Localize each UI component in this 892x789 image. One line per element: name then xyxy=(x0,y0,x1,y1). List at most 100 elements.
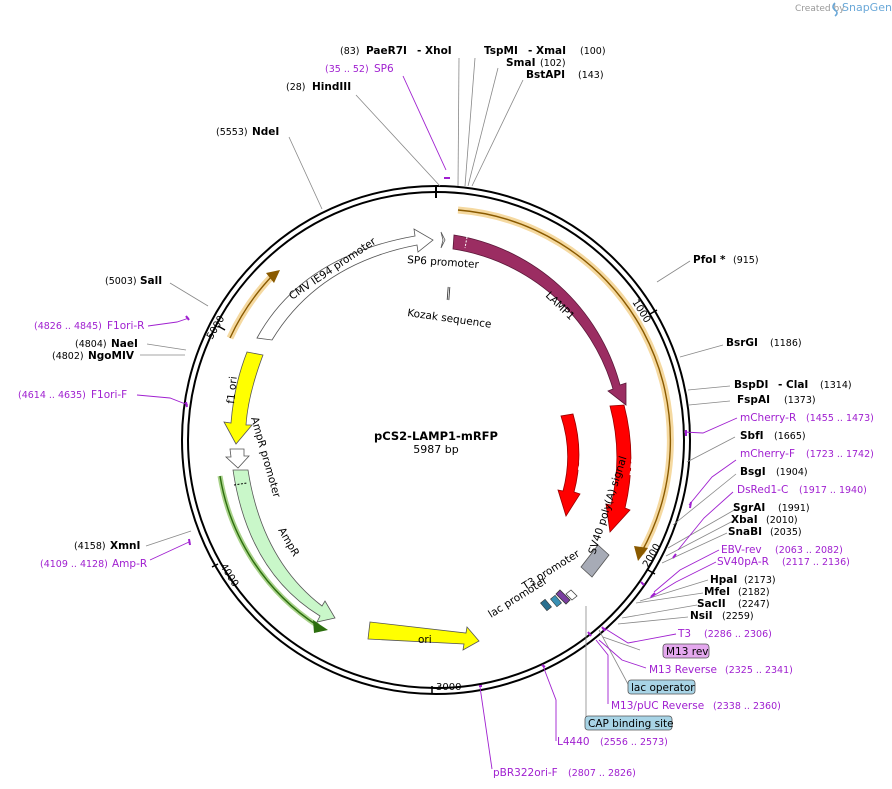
site-ndei[interactable]: NdeI xyxy=(252,126,279,138)
site-xhoi[interactable]: - XhoI xyxy=(417,45,452,57)
primer-mcherry-f[interactable]: mCherry-F xyxy=(740,448,795,460)
site-sbfi-pos: (1665) xyxy=(774,431,806,442)
site-pfoi-pos: (915) xyxy=(733,255,759,266)
site-clai[interactable]: - ClaI xyxy=(778,379,808,391)
sv40-feature[interactable] xyxy=(580,544,610,578)
site-snabi-pos: (2035) xyxy=(770,527,802,538)
primer-m13-reverse[interactable]: M13 Reverse xyxy=(649,664,717,676)
lac-promoter-feature[interactable] xyxy=(555,589,571,605)
site-snabi[interactable]: SnaBI xyxy=(728,526,762,538)
ampr-promoter-label: AmpR promoter xyxy=(248,416,283,500)
site-nsii[interactable]: NsiI xyxy=(690,610,713,622)
primer-mcherry-r[interactable]: mCherry-R xyxy=(740,412,796,424)
primer-dsred1-c-range: (1917 .. 1940) xyxy=(799,485,867,496)
primer-sv40pa-r[interactable]: SV40pA-R xyxy=(717,556,769,568)
site-sali-pos: (5003) xyxy=(105,276,137,287)
t3-promoter-feature[interactable] xyxy=(565,589,578,601)
svg-text:M13 rev: M13 rev xyxy=(666,646,709,658)
site-hindiii[interactable]: HindIII xyxy=(312,81,351,93)
ori-label: ori xyxy=(418,634,432,646)
cmv-promoter-label: CMV IE94 promoter xyxy=(287,235,379,302)
primer-m13-puc-reverse-range: (2338 .. 2360) xyxy=(713,701,781,712)
primer-m13-puc-reverse[interactable]: M13/pUC Reverse xyxy=(611,700,704,712)
box-lac-operator[interactable]: lac operator xyxy=(627,679,696,695)
site-smai-pos: (102) xyxy=(540,58,566,69)
site-xmni-pos: (4158) xyxy=(74,541,106,552)
svg-text:3000: 3000 xyxy=(436,682,461,693)
primer-f1ori-r[interactable]: F1ori-R xyxy=(107,320,144,332)
lac-operator-feature[interactable] xyxy=(550,594,562,608)
primer-mcherry-r-range: (1455 .. 1473) xyxy=(806,413,874,424)
primer-dsred1-c[interactable]: DsRed1-C xyxy=(737,484,788,496)
primer-f1ori-f[interactable]: F1ori-F xyxy=(91,389,127,401)
orf-arc-right-line xyxy=(457,209,672,554)
site-leader-lines xyxy=(140,57,737,717)
mrfp1-inner-feature[interactable] xyxy=(557,413,581,517)
ampr-promoter-feature[interactable] xyxy=(224,448,250,469)
site-fspai[interactable]: FspAI xyxy=(737,394,770,406)
site-naei[interactable]: NaeI xyxy=(111,338,138,350)
site-sacii-pos: (2247) xyxy=(738,599,770,610)
primer-sp6[interactable]: SP6 xyxy=(374,63,394,75)
orf-arc-left-arrow-icon xyxy=(266,270,280,283)
ampr-feature[interactable] xyxy=(232,469,336,623)
ori-feature[interactable] xyxy=(367,621,480,651)
orf-arc-right-arrow-icon xyxy=(634,546,648,561)
site-sgrai[interactable]: SgrAI xyxy=(733,502,765,514)
primer-f1ori-r-range: (4826 .. 4845) xyxy=(34,321,102,332)
sp6-promoter-feature[interactable] xyxy=(440,231,446,249)
primer-sv40pa-r-range: (2117 .. 2136) xyxy=(782,557,850,568)
primer-amp-r[interactable]: Amp-R xyxy=(112,558,147,570)
primer-marks xyxy=(185,177,692,687)
site-bstapi[interactable]: BstAPI xyxy=(526,69,565,81)
site-sali[interactable]: SalI xyxy=(140,275,162,287)
sp6-promoter-label: SP6 promoter xyxy=(407,254,480,271)
site-naei-pos: (4804) xyxy=(75,339,107,350)
site-ngomiv-pos: (4802) xyxy=(52,351,84,362)
site-pfoi[interactable]: PfoI * xyxy=(693,254,726,266)
brand-created-by: Created by xyxy=(795,4,845,14)
orf-arc-left-line xyxy=(229,274,274,339)
site-sacii[interactable]: SacII xyxy=(697,598,726,610)
cmv-promoter-feature[interactable] xyxy=(256,228,434,341)
primer-t3[interactable]: T3 xyxy=(677,628,691,640)
site-hindiii-pos: (28) xyxy=(286,82,306,93)
site-xmni[interactable]: XmnI xyxy=(110,540,140,552)
ampr-label: AmpR xyxy=(275,526,301,559)
site-sbfi[interactable]: SbfI xyxy=(740,430,764,442)
cap-site-feature[interactable] xyxy=(540,598,552,612)
site-xbai[interactable]: XbaI xyxy=(731,514,758,526)
primer-leader-lines xyxy=(136,75,738,770)
plasmid-size: 5987 bp xyxy=(413,443,458,456)
site-smai[interactable]: SmaI xyxy=(506,57,536,69)
tick-3000: 3000 xyxy=(431,682,461,693)
site-bsgi[interactable]: BsgI xyxy=(740,466,766,478)
site-tspmi[interactable]: TspMI xyxy=(484,45,518,57)
primer-t3-range: (2286 .. 2306) xyxy=(704,629,772,640)
lamp1-feature[interactable] xyxy=(452,234,627,406)
site-xmai[interactable]: - XmaI xyxy=(528,45,566,57)
site-mfei[interactable]: MfeI xyxy=(704,586,730,598)
primer-ebv-rev[interactable]: EBV-rev xyxy=(721,544,762,556)
site-paer7i[interactable]: PaeR7I xyxy=(366,45,407,57)
primer-pbr322ori-f-range: (2807 .. 2826) xyxy=(568,768,636,779)
svg-text:lac operator: lac operator xyxy=(631,682,695,694)
f1ori-feature[interactable] xyxy=(223,351,264,445)
site-hpai[interactable]: HpaI xyxy=(710,574,737,586)
site-bsrgi[interactable]: BsrGI xyxy=(726,337,758,349)
f1ori-label: f1 ori xyxy=(225,376,240,404)
site-bspdi[interactable]: BspDI xyxy=(734,379,768,391)
box-m13-rev[interactable]: M13 rev xyxy=(662,643,710,659)
site-ndei-pos: (5553) xyxy=(216,127,248,138)
site-ngomiv[interactable]: NgoMIV xyxy=(88,350,135,362)
site-paer7i-pos: (83) xyxy=(340,46,360,57)
mrfp1-outer-feature[interactable] xyxy=(605,404,632,533)
primer-l4440-range: (2556 .. 2573) xyxy=(600,737,668,748)
site-bsgi-pos: (1904) xyxy=(776,467,808,478)
primer-l4440[interactable]: L4440 xyxy=(557,736,590,748)
brand-name: SnapGene xyxy=(842,1,892,14)
primer-pbr322ori-f[interactable]: pBR322ori-F xyxy=(493,767,558,779)
site-xbai-pos: (2010) xyxy=(766,515,798,526)
box-cap-binding-site[interactable]: CAP binding site xyxy=(584,715,674,731)
